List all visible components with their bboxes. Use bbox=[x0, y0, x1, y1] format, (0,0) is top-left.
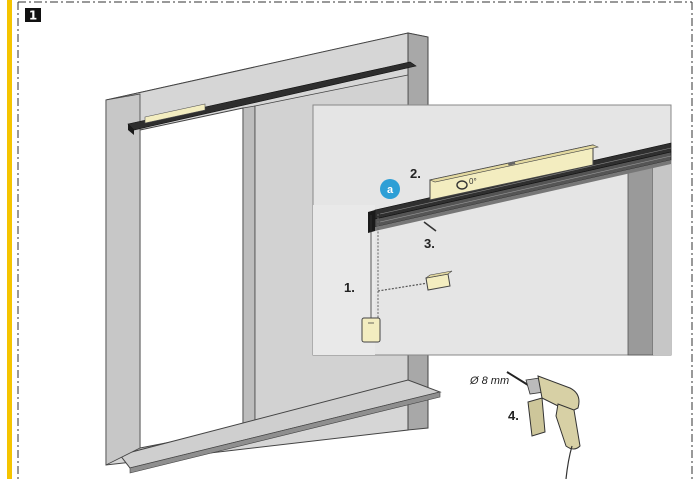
label-drill: 4. bbox=[508, 408, 519, 423]
step-number: 1 bbox=[29, 9, 37, 23]
frame-border bbox=[17, 1, 693, 479]
label-plumb-line: 1. bbox=[344, 280, 355, 295]
label-mark: 3. bbox=[424, 236, 435, 251]
inset-track bbox=[368, 142, 672, 233]
callout-badge-label: a bbox=[387, 184, 394, 196]
svg-text:0°: 0° bbox=[469, 177, 477, 186]
level-bubble-icon bbox=[456, 180, 468, 190]
label-drill-diameter: Ø 8 mm bbox=[469, 375, 509, 387]
main-track bbox=[127, 61, 417, 135]
accent-bar bbox=[7, 0, 12, 479]
step-number-badge: 1 bbox=[25, 8, 41, 23]
drill-icon bbox=[506, 371, 581, 479]
pencil-mark bbox=[423, 221, 437, 232]
callout-badge: a bbox=[380, 179, 400, 199]
label-spirit-level: 2. bbox=[410, 166, 421, 181]
spirit-level: 0° bbox=[428, 144, 600, 201]
plumb-line bbox=[361, 214, 453, 343]
